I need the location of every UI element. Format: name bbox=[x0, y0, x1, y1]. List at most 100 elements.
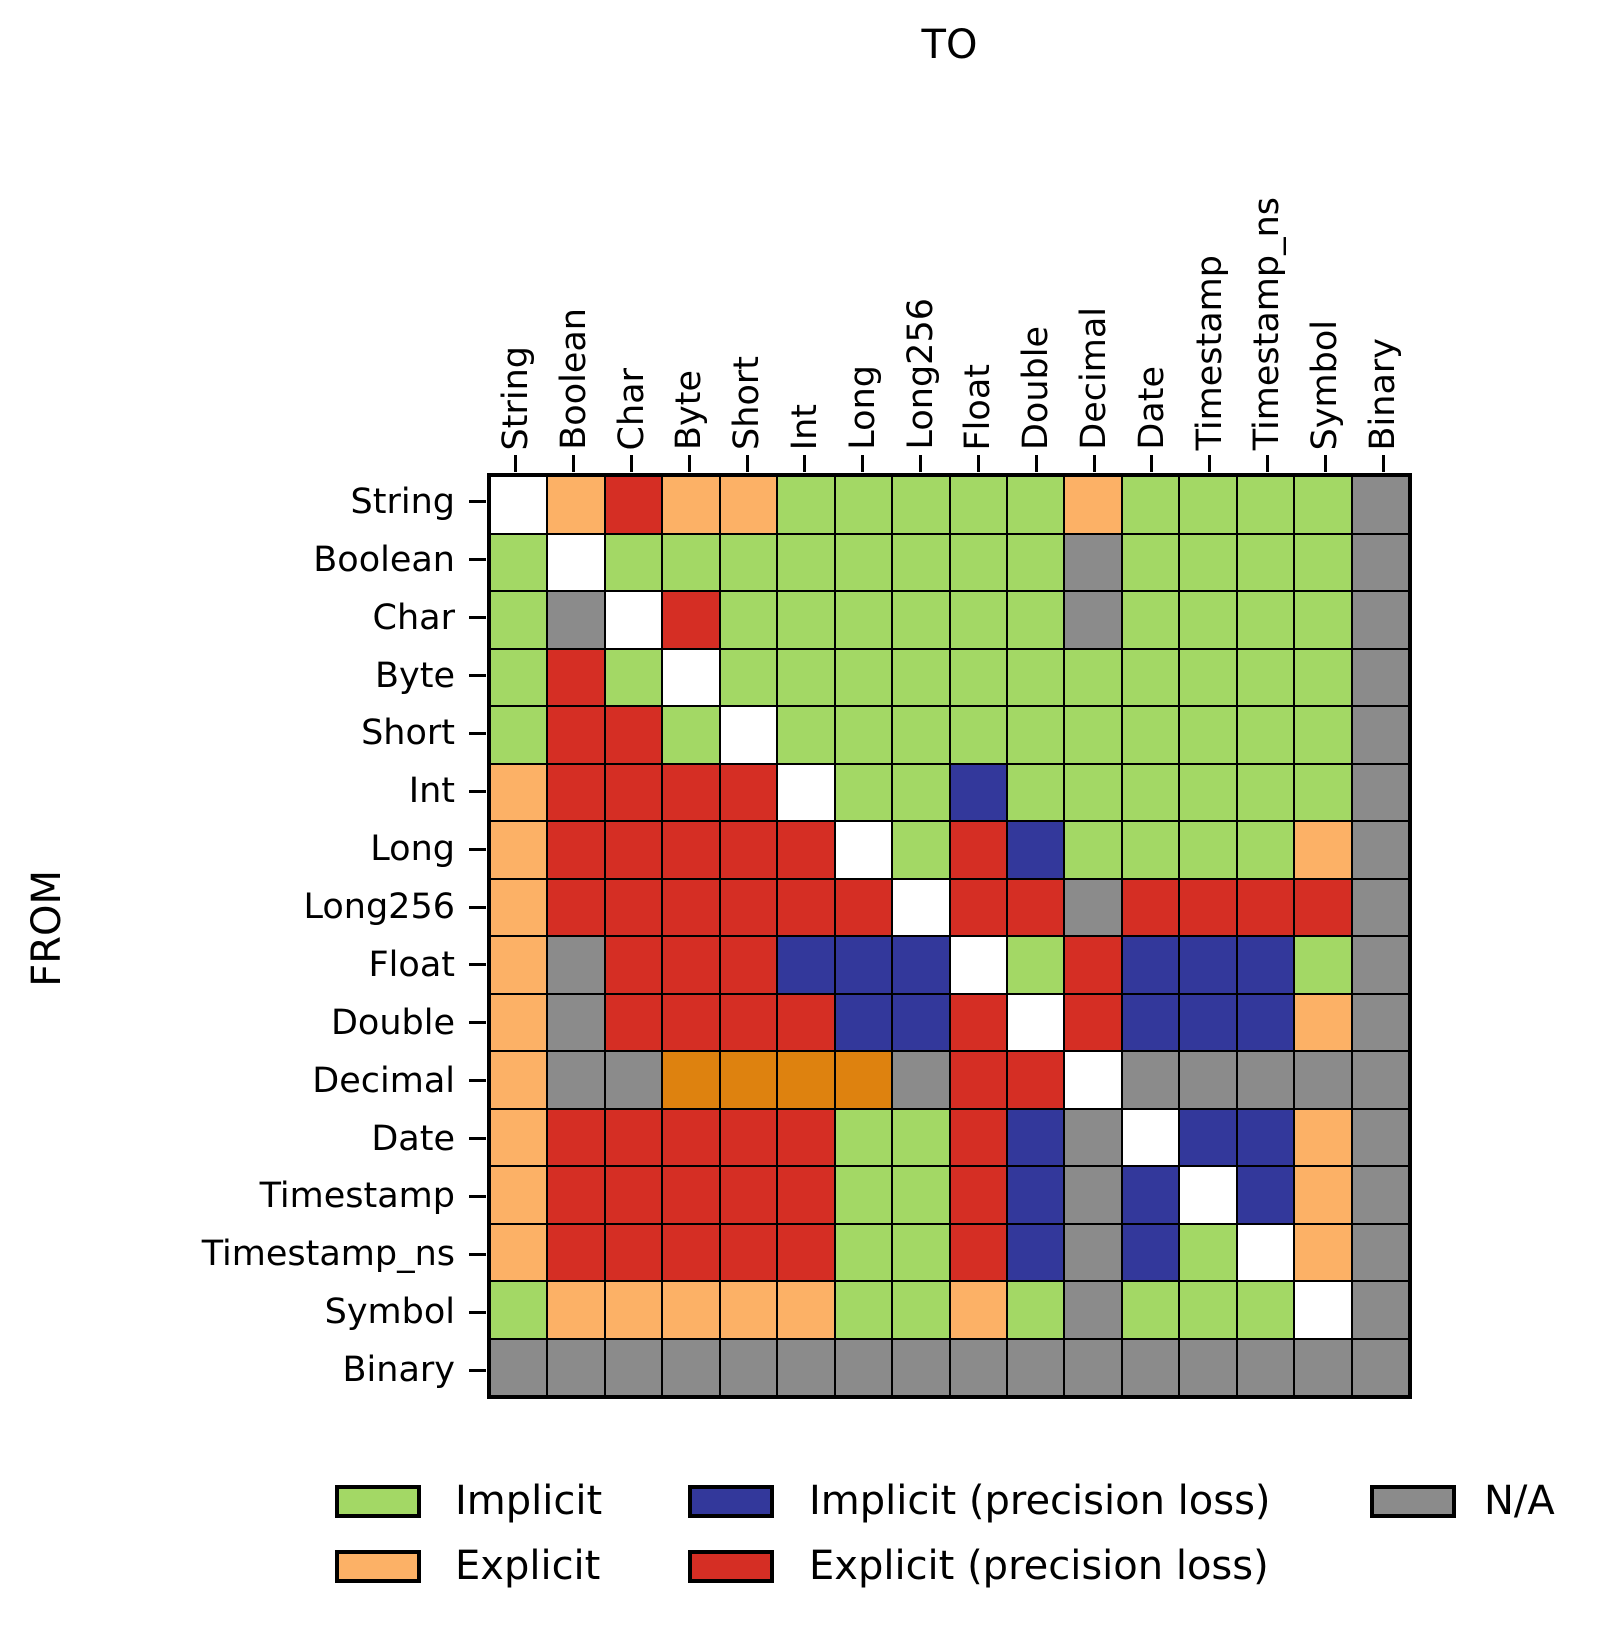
matrix-cell-string-to-long bbox=[834, 476, 893, 534]
matrix-cell-float-to-int bbox=[777, 936, 835, 994]
matrix-cell-date-to-timestamp bbox=[1179, 1108, 1237, 1166]
matrix-cell-timestamp-to-double bbox=[1006, 1166, 1065, 1224]
matrix-cell-long-to-short bbox=[719, 821, 778, 879]
matrix-cell-double-to-long256 bbox=[892, 993, 950, 1051]
legend-swatch-n-a bbox=[1370, 1485, 1456, 1518]
x-tick bbox=[803, 455, 807, 472]
matrix-cell-decimal-to-char bbox=[604, 1051, 663, 1109]
matrix-cell-string-to-string bbox=[490, 476, 548, 534]
matrix-cell-int-to-double bbox=[1006, 763, 1065, 821]
matrix-cell-decimal-to-decimal bbox=[1064, 1051, 1122, 1109]
matrix-cell-timestamp-to-symbol bbox=[1294, 1166, 1352, 1224]
matrix-cell-byte-to-date bbox=[1121, 648, 1180, 706]
matrix-cell-boolean-to-date bbox=[1121, 533, 1180, 591]
matrix-cell-double-to-timestamp_ns bbox=[1236, 993, 1295, 1051]
matrix-cell-int-to-byte bbox=[662, 763, 720, 821]
matrix-cell-binary-to-long bbox=[834, 1338, 893, 1396]
y-axis-title: FROM bbox=[24, 870, 70, 987]
matrix-cell-boolean-to-byte bbox=[662, 533, 720, 591]
matrix-cell-boolean-to-binary bbox=[1351, 533, 1409, 591]
matrix-cell-double-to-boolean bbox=[547, 993, 605, 1051]
matrix-cell-symbol-to-string bbox=[490, 1281, 548, 1339]
matrix-cell-char-to-float bbox=[949, 591, 1007, 649]
matrix-cell-float-to-byte bbox=[662, 936, 720, 994]
matrix-cell-long256-to-byte bbox=[662, 878, 720, 936]
matrix-cell-int-to-int bbox=[777, 763, 835, 821]
matrix-cell-long-to-byte bbox=[662, 821, 720, 879]
matrix-cell-decimal-to-int bbox=[777, 1051, 835, 1109]
x-tick bbox=[572, 455, 576, 472]
row-label-long: Long bbox=[370, 829, 455, 870]
matrix-cell-symbol-to-timestamp bbox=[1179, 1281, 1237, 1339]
matrix-cell-long-to-float bbox=[949, 821, 1007, 879]
matrix-cell-short-to-date bbox=[1121, 706, 1180, 764]
row-label-double: Double bbox=[330, 1002, 455, 1043]
matrix-cell-boolean-to-timestamp bbox=[1179, 533, 1237, 591]
column-label-timestamp: Timestamp bbox=[1189, 254, 1230, 450]
matrix-cell-long-to-timestamp bbox=[1179, 821, 1237, 879]
matrix-cell-timestamp_ns-to-timestamp_ns bbox=[1236, 1223, 1295, 1281]
matrix-cell-timestamp_ns-to-long bbox=[834, 1223, 893, 1281]
matrix-cell-binary-to-short bbox=[719, 1338, 778, 1396]
matrix-cell-short-to-boolean bbox=[547, 706, 605, 764]
legend-swatch-implicit bbox=[335, 1485, 421, 1518]
matrix-cell-float-to-string bbox=[490, 936, 548, 994]
matrix-cell-binary-to-char bbox=[604, 1338, 663, 1396]
matrix-cell-decimal-to-symbol bbox=[1294, 1051, 1352, 1109]
matrix-cell-byte-to-timestamp_ns bbox=[1236, 648, 1295, 706]
matrix-cell-boolean-to-string bbox=[490, 533, 548, 591]
matrix-cell-symbol-to-byte bbox=[662, 1281, 720, 1339]
matrix-cell-date-to-byte bbox=[662, 1108, 720, 1166]
matrix-cell-long-to-date bbox=[1121, 821, 1180, 879]
x-tick bbox=[1150, 455, 1154, 472]
x-tick bbox=[976, 455, 980, 472]
matrix-cell-symbol-to-char bbox=[604, 1281, 663, 1339]
matrix-cell-decimal-to-boolean bbox=[547, 1051, 605, 1109]
matrix-cell-binary-to-symbol bbox=[1294, 1338, 1352, 1396]
matrix-cell-boolean-to-char bbox=[604, 533, 663, 591]
matrix-cell-timestamp_ns-to-short bbox=[719, 1223, 778, 1281]
row-label-int: Int bbox=[408, 771, 455, 812]
matrix-cell-date-to-symbol bbox=[1294, 1108, 1352, 1166]
matrix-cell-date-to-double bbox=[1006, 1108, 1065, 1166]
matrix-cell-float-to-long bbox=[834, 936, 893, 994]
matrix-cell-timestamp-to-timestamp_ns bbox=[1236, 1166, 1295, 1224]
matrix-cell-date-to-decimal bbox=[1064, 1108, 1122, 1166]
matrix-cell-string-to-short bbox=[719, 476, 778, 534]
x-tick bbox=[1092, 455, 1096, 472]
matrix-cell-boolean-to-long bbox=[834, 533, 893, 591]
legend-label-explicit-precision-loss: Explicit (precision loss) bbox=[809, 1543, 1269, 1589]
matrix-cell-short-to-symbol bbox=[1294, 706, 1352, 764]
matrix-cell-long256-to-long256 bbox=[892, 878, 950, 936]
matrix-cell-float-to-float bbox=[949, 936, 1007, 994]
matrix-cell-binary-to-byte bbox=[662, 1338, 720, 1396]
matrix-cell-date-to-string bbox=[490, 1108, 548, 1166]
matrix-cell-date-to-float bbox=[949, 1108, 1007, 1166]
matrix-cell-long256-to-decimal bbox=[1064, 878, 1122, 936]
y-tick bbox=[469, 1368, 486, 1372]
matrix-cell-decimal-to-string bbox=[490, 1051, 548, 1109]
matrix-cell-byte-to-byte bbox=[662, 648, 720, 706]
row-label-char: Char bbox=[372, 597, 455, 638]
matrix-cell-long-to-char bbox=[604, 821, 663, 879]
y-tick bbox=[469, 616, 486, 620]
matrix-cell-binary-to-float bbox=[949, 1338, 1007, 1396]
matrix-cell-decimal-to-byte bbox=[662, 1051, 720, 1109]
matrix-cell-char-to-long256 bbox=[892, 591, 950, 649]
y-tick bbox=[469, 731, 486, 735]
matrix-cell-date-to-short bbox=[719, 1108, 778, 1166]
matrix-cell-binary-to-boolean bbox=[547, 1338, 605, 1396]
matrix-cell-date-to-date bbox=[1121, 1108, 1180, 1166]
matrix-cell-string-to-date bbox=[1121, 476, 1180, 534]
matrix-cell-short-to-long256 bbox=[892, 706, 950, 764]
matrix-cell-long256-to-int bbox=[777, 878, 835, 936]
matrix-cell-long-to-timestamp_ns bbox=[1236, 821, 1295, 879]
matrix-cell-byte-to-symbol bbox=[1294, 648, 1352, 706]
x-tick bbox=[745, 455, 749, 472]
matrix-cell-decimal-to-long bbox=[834, 1051, 893, 1109]
row-label-timestamp: Timestamp bbox=[259, 1176, 455, 1217]
matrix-cell-string-to-timestamp bbox=[1179, 476, 1237, 534]
x-tick bbox=[1323, 455, 1327, 472]
matrix-cell-long-to-double bbox=[1006, 821, 1065, 879]
matrix-cell-string-to-double bbox=[1006, 476, 1065, 534]
